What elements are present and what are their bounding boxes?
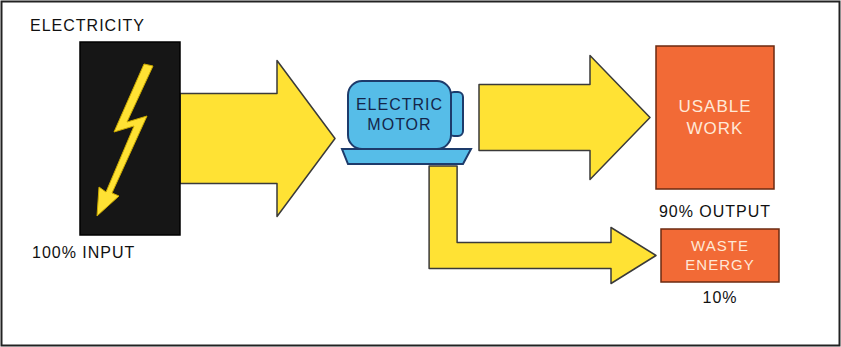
- label-holder: 90% OUTPUT: [659, 202, 771, 222]
- lightning-bolt: [97, 64, 153, 216]
- box-outline: [656, 46, 774, 189]
- text-area: ELECTRIC MOTOR: [354, 88, 445, 142]
- heading-label: ELECTRICITY: [30, 17, 145, 34]
- value-label: 10%: [702, 289, 737, 306]
- energy-arrow: [429, 166, 656, 284]
- output-box: USABLE WORK90% OUTPUT: [655, 45, 775, 190]
- label-holder: 100% INPUT: [32, 243, 135, 263]
- energy-arrow: [180, 61, 335, 217]
- node-shape: [80, 42, 180, 235]
- text-area: WASTE ENERGY: [672, 233, 768, 278]
- node-label: ELECTRIC MOTOR: [354, 95, 445, 135]
- power-panel: [80, 42, 180, 235]
- value-label: 100% INPUT: [32, 244, 135, 261]
- node-label: WASTE ENERGY: [672, 237, 768, 275]
- motor-box: ELECTRIC MOTOR: [340, 78, 475, 166]
- motor-body: [348, 81, 451, 149]
- motor-base: [342, 149, 471, 164]
- box-outline: [661, 229, 779, 282]
- text-area: USABLE WORK: [669, 59, 761, 176]
- node-label: USABLE WORK: [669, 96, 761, 139]
- text-area: [90, 52, 170, 225]
- power-source: ELECTRICITY100% INPUT: [80, 42, 180, 235]
- label-holder: ELECTRICITY: [30, 16, 145, 36]
- value-label: 90% OUTPUT: [659, 203, 771, 220]
- energy-arrow: [479, 56, 650, 180]
- node-shape: [655, 45, 775, 190]
- waste-box: WASTE ENERGY10%: [660, 228, 780, 283]
- label-holder: 10%: [702, 288, 737, 308]
